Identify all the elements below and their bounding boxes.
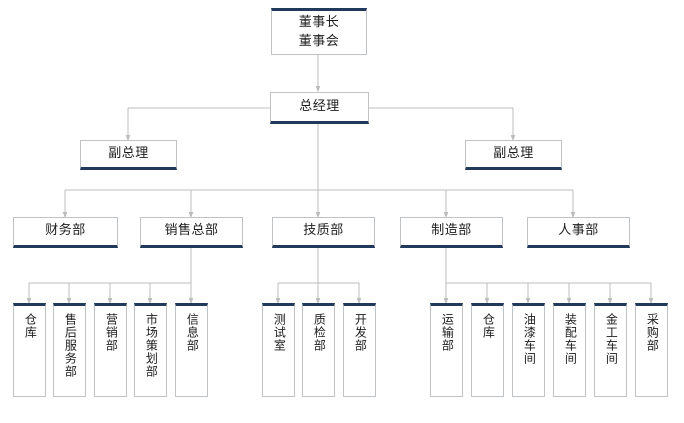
node-tech-unit-development-label: 开发部 (353, 313, 368, 352)
node-tech-unit-quality-label: 质检部 (312, 313, 327, 352)
node-board-label: 董事长 董事会 (298, 14, 340, 49)
node-mfg-unit-procurement[interactable]: 采购部 (635, 303, 668, 397)
node-department-finance-label: 财务部 (45, 223, 86, 239)
node-sales-unit-market-planning[interactable]: 市场策划部 (134, 303, 167, 397)
node-sales-unit-information-label: 信息部 (185, 313, 200, 352)
node-sales-unit-warehouse[interactable]: 仓库 (13, 303, 46, 397)
node-mfg-unit-procurement-label: 采购部 (645, 313, 660, 352)
node-mfg-unit-metalwork-shop[interactable]: 金工车间 (594, 303, 627, 397)
node-sales-unit-after-sales-label: 售后服务部 (63, 313, 78, 378)
node-mfg-unit-paint-shop-label: 油漆车间 (522, 313, 537, 365)
node-sales-unit-marketing[interactable]: 营销部 (94, 303, 127, 397)
node-mfg-unit-assembly-shop-label: 装配车间 (563, 313, 578, 365)
node-department-sales[interactable]: 销售总部 (140, 217, 243, 248)
node-deputy-right[interactable]: 副总理 (465, 140, 562, 170)
node-deputy-left-label: 副总理 (108, 145, 149, 161)
node-mfg-unit-warehouse[interactable]: 仓库 (471, 303, 504, 397)
node-department-manufacturing-label: 制造部 (431, 223, 472, 239)
node-general-manager[interactable]: 总经理 (270, 92, 369, 124)
node-tech-unit-development[interactable]: 开发部 (343, 303, 376, 397)
node-deputy-left[interactable]: 副总理 (80, 140, 177, 170)
node-sales-unit-after-sales[interactable]: 售后服务部 (53, 303, 86, 397)
node-department-tech[interactable]: 技质部 (272, 217, 375, 248)
node-tech-unit-test-lab[interactable]: 测试室 (262, 303, 295, 397)
node-department-tech-label: 技质部 (303, 223, 344, 239)
node-mfg-unit-assembly-shop[interactable]: 装配车间 (553, 303, 586, 397)
node-mfg-unit-transport[interactable]: 运输部 (430, 303, 463, 397)
node-tech-unit-quality[interactable]: 质检部 (302, 303, 335, 397)
node-mfg-unit-warehouse-label: 仓库 (481, 313, 496, 339)
node-sales-unit-warehouse-label: 仓库 (23, 313, 38, 339)
node-deputy-right-label: 副总理 (493, 145, 534, 161)
node-general-manager-label: 总经理 (299, 98, 340, 114)
node-department-finance[interactable]: 财务部 (13, 217, 118, 248)
node-mfg-unit-paint-shop[interactable]: 油漆车间 (512, 303, 545, 397)
node-sales-unit-market-planning-label: 市场策划部 (144, 313, 159, 378)
node-sales-unit-information[interactable]: 信息部 (175, 303, 208, 397)
node-department-hr-label: 人事部 (558, 223, 599, 239)
node-sales-unit-marketing-label: 营销部 (104, 313, 119, 352)
node-mfg-unit-metalwork-shop-label: 金工车间 (604, 313, 619, 365)
node-board[interactable]: 董事长 董事会 (271, 8, 367, 55)
node-department-sales-label: 销售总部 (164, 223, 219, 239)
node-department-hr[interactable]: 人事部 (527, 217, 630, 248)
node-tech-unit-test-lab-label: 测试室 (272, 313, 287, 352)
node-department-manufacturing[interactable]: 制造部 (400, 217, 503, 248)
node-mfg-unit-transport-label: 运输部 (440, 313, 455, 352)
